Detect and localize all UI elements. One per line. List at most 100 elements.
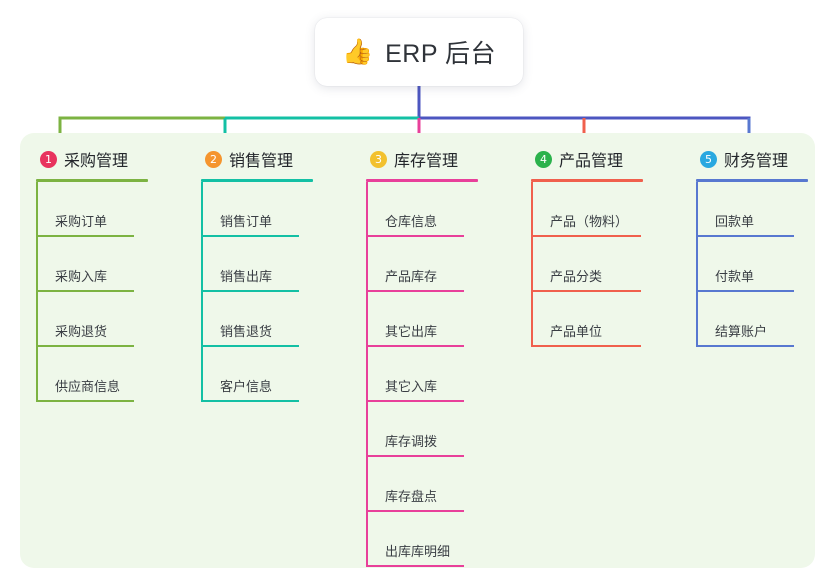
branch-item-label: 其它入库 bbox=[385, 379, 438, 394]
root-node-erp-backend[interactable]: 👍 ERP 后台 bbox=[315, 18, 523, 86]
branch-item-label: 其它出库 bbox=[385, 324, 438, 339]
branch-item-underline bbox=[366, 510, 464, 512]
branch-item[interactable]: 采购订单 bbox=[36, 182, 148, 237]
branch-item[interactable]: 其它入库 bbox=[366, 347, 478, 402]
branch-item-label: 销售订单 bbox=[220, 214, 273, 229]
branch-item[interactable]: 产品（物料） bbox=[531, 182, 643, 237]
branch-number-badge: 2 bbox=[205, 150, 222, 168]
branch-item-label: 客户信息 bbox=[220, 379, 273, 394]
branch-underline bbox=[201, 179, 313, 182]
branch-item[interactable]: 产品单位 bbox=[531, 292, 643, 347]
branch-item[interactable]: 出库库明细 bbox=[366, 512, 478, 567]
branch-item-underline bbox=[366, 290, 464, 292]
branch-item-underline bbox=[531, 345, 641, 347]
branch-item-label: 产品单位 bbox=[550, 324, 603, 339]
branch-item-list: 采购订单采购入库采购退货供应商信息 bbox=[36, 182, 148, 402]
branch-title: 库存管理 bbox=[394, 153, 459, 170]
branch-underline bbox=[696, 179, 808, 182]
branch-item-underline bbox=[366, 565, 464, 567]
branch-underline bbox=[366, 179, 478, 182]
branch-item-underline bbox=[531, 235, 641, 237]
branch-item-label: 产品（物料） bbox=[550, 214, 629, 229]
branch-item-label: 仓库信息 bbox=[385, 214, 438, 229]
branch-item-label: 采购入库 bbox=[55, 269, 108, 284]
branch-item-underline bbox=[366, 455, 464, 457]
branch-item-underline bbox=[36, 235, 134, 237]
branch-number-badge: 4 bbox=[535, 150, 552, 168]
branch-item-label: 产品库存 bbox=[385, 269, 438, 284]
branches-panel bbox=[20, 133, 815, 568]
branch-header-销售管理[interactable]: 2 销售管理 bbox=[201, 147, 313, 171]
branch-header-产品管理[interactable]: 4 产品管理 bbox=[531, 147, 643, 171]
branch-column-采购管理: 1 采购管理采购订单采购入库采购退货供应商信息 bbox=[36, 147, 148, 402]
branch-item-underline bbox=[201, 290, 299, 292]
branch-item-label: 结算账户 bbox=[715, 324, 768, 339]
branch-item-label: 回款单 bbox=[715, 214, 755, 229]
branch-item[interactable]: 采购退货 bbox=[36, 292, 148, 347]
branch-item-underline bbox=[696, 290, 794, 292]
branch-item[interactable]: 产品库存 bbox=[366, 237, 478, 292]
branch-item-label: 库存盘点 bbox=[385, 489, 438, 504]
branch-title: 产品管理 bbox=[559, 153, 624, 170]
thumbs-up-icon: 👍 bbox=[341, 37, 374, 66]
branch-item-underline bbox=[366, 345, 464, 347]
branch-spine bbox=[696, 182, 698, 347]
branch-item-underline bbox=[696, 345, 794, 347]
branch-item[interactable]: 客户信息 bbox=[201, 347, 313, 402]
branch-item[interactable]: 库存盘点 bbox=[366, 457, 478, 512]
branch-underline bbox=[36, 179, 148, 182]
branch-item-underline bbox=[36, 290, 134, 292]
branch-item-underline bbox=[366, 235, 464, 237]
branch-item-label: 供应商信息 bbox=[55, 379, 121, 394]
branch-item-underline bbox=[531, 290, 641, 292]
branch-item-underline bbox=[201, 235, 299, 237]
branch-item[interactable]: 仓库信息 bbox=[366, 182, 478, 237]
branch-item-underline bbox=[36, 345, 134, 347]
branch-item-underline bbox=[201, 345, 299, 347]
branch-item-underline bbox=[201, 400, 299, 402]
branch-item-list: 回款单付款单结算账户 bbox=[696, 182, 808, 347]
branch-item-label: 销售退货 bbox=[220, 324, 273, 339]
branch-item-underline bbox=[696, 235, 794, 237]
branch-column-产品管理: 4 产品管理产品（物料） 产品分类产品单位 bbox=[531, 147, 643, 347]
branch-item[interactable]: 其它出库 bbox=[366, 292, 478, 347]
branch-spine bbox=[531, 182, 533, 347]
branch-column-销售管理: 2 销售管理销售订单销售出库销售退货客户信息 bbox=[201, 147, 313, 402]
branch-item-label: 销售出库 bbox=[220, 269, 273, 284]
branch-item[interactable]: 库存调拨 bbox=[366, 402, 478, 457]
branch-title: 采购管理 bbox=[64, 153, 129, 170]
branch-number-badge: 3 bbox=[370, 150, 387, 168]
branch-header-库存管理[interactable]: 3 库存管理 bbox=[366, 147, 478, 171]
branch-item-list: 销售订单销售出库销售退货客户信息 bbox=[201, 182, 313, 402]
branch-header-采购管理[interactable]: 1 采购管理 bbox=[36, 147, 148, 171]
branch-column-库存管理: 3 库存管理仓库信息产品库存其它出库其它入库库存调拨库存盘点出库库明细 bbox=[366, 147, 478, 567]
branch-item-label: 库存调拨 bbox=[385, 434, 438, 449]
branch-item[interactable]: 销售订单 bbox=[201, 182, 313, 237]
branch-item[interactable]: 销售退货 bbox=[201, 292, 313, 347]
branch-number-badge: 1 bbox=[40, 150, 57, 168]
branch-title: 销售管理 bbox=[229, 153, 294, 170]
branch-item[interactable]: 供应商信息 bbox=[36, 347, 148, 402]
branch-item-list: 产品（物料） 产品分类产品单位 bbox=[531, 182, 643, 347]
branch-item-list: 仓库信息产品库存其它出库其它入库库存调拨库存盘点出库库明细 bbox=[366, 182, 478, 567]
branch-item[interactable]: 产品分类 bbox=[531, 237, 643, 292]
branch-item-underline bbox=[366, 400, 464, 402]
branch-item-label: 产品分类 bbox=[550, 269, 603, 284]
branch-item[interactable]: 付款单 bbox=[696, 237, 808, 292]
branch-item-label: 付款单 bbox=[715, 269, 755, 284]
branch-spine bbox=[366, 182, 368, 567]
branch-underline bbox=[531, 179, 643, 182]
branch-item[interactable]: 采购入库 bbox=[36, 237, 148, 292]
branch-item[interactable]: 结算账户 bbox=[696, 292, 808, 347]
branch-spine bbox=[201, 182, 203, 402]
root-node-title: ERP 后台 bbox=[385, 40, 497, 68]
branch-item-underline bbox=[36, 400, 134, 402]
branch-title: 财务管理 bbox=[724, 153, 789, 170]
branch-item[interactable]: 回款单 bbox=[696, 182, 808, 237]
branch-item[interactable]: 销售出库 bbox=[201, 237, 313, 292]
branch-item-label: 采购退货 bbox=[55, 324, 108, 339]
branch-item-label: 出库库明细 bbox=[385, 544, 451, 559]
